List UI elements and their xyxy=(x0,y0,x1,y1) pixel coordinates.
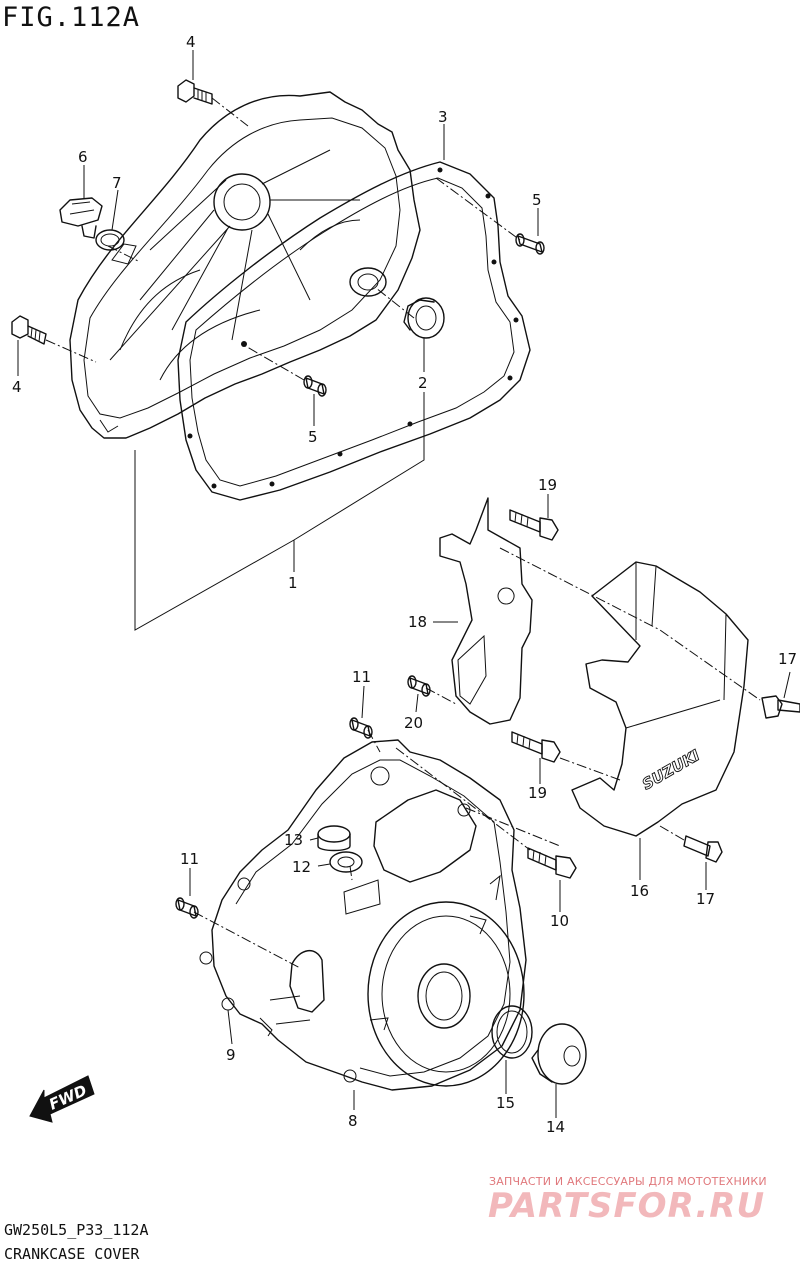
callout-label: 6 xyxy=(78,148,88,166)
gasket-washer-part-12[interactable] xyxy=(329,851,363,873)
dowel-pin-part-11-upper[interactable] xyxy=(349,717,373,739)
suzuki-brand-label: SUZUKI xyxy=(639,746,703,793)
watermark-tagline: ЗАПЧАСТИ И АКСЕССУАРЫ ДЛЯ МОТОТЕХНИКИ xyxy=(489,1175,767,1188)
dowel-pin-part-11-lower[interactable] xyxy=(175,897,199,919)
bolt-part-4-left[interactable] xyxy=(11,315,47,345)
magneto-cover-part[interactable] xyxy=(199,739,527,1091)
callout-label: 9 xyxy=(226,1046,236,1064)
callout-label: 19 xyxy=(538,476,557,494)
bolt-part-10[interactable] xyxy=(527,847,577,879)
callout-label: 11 xyxy=(352,668,371,686)
bolt-part-4-upper[interactable] xyxy=(177,79,213,105)
bolt-part-19-upper[interactable] xyxy=(509,509,559,541)
bolt-part-19-lower[interactable] xyxy=(511,731,561,763)
callout-label: 10 xyxy=(550,912,569,930)
callout-label: 13 xyxy=(284,831,303,849)
callout-label: 4 xyxy=(186,33,196,51)
callout-label: 7 xyxy=(112,174,122,192)
magneto-cover-guard-part[interactable]: SUZUKI xyxy=(571,561,749,837)
forward-arrow-icon: FWD xyxy=(29,1075,95,1123)
figure-title: FIG.112A xyxy=(2,2,141,33)
callout-label: 18 xyxy=(408,613,427,631)
callout-label: 14 xyxy=(546,1118,565,1136)
plug-part-13[interactable] xyxy=(317,825,351,852)
oil-filler-plug-part[interactable] xyxy=(59,197,103,239)
dowel-pin-part-5-upper[interactable] xyxy=(515,233,545,255)
callout-label: 3 xyxy=(438,108,448,126)
watermark-logo: PARTSFOR.RU xyxy=(488,1186,766,1226)
callout-label: 12 xyxy=(292,858,311,876)
gasket-part[interactable] xyxy=(177,161,531,501)
callout-label: 1 xyxy=(288,574,298,592)
bolt-part-17-lower[interactable] xyxy=(683,835,723,863)
callout-label: 20 xyxy=(404,714,423,732)
bolt-part-17-right[interactable] xyxy=(761,695,800,719)
callout-label: 15 xyxy=(496,1094,515,1112)
clutch-cover-part[interactable] xyxy=(69,91,421,439)
dowel-pin-part-5-lower[interactable] xyxy=(303,375,327,397)
callout-label: 2 xyxy=(418,374,428,392)
callout-label: 11 xyxy=(180,850,199,868)
o-ring-part-7[interactable] xyxy=(95,229,125,251)
o-ring-part-15[interactable] xyxy=(491,1005,533,1059)
callout-label: 4 xyxy=(12,378,22,396)
figure-name: CRANKCASE COVER xyxy=(4,1245,140,1263)
model-code: GW250L5_P33_112A xyxy=(4,1221,149,1239)
plug-cap-part-14[interactable] xyxy=(531,1023,587,1085)
callout-label: 17 xyxy=(778,650,797,668)
callout-label: 17 xyxy=(696,890,715,908)
bracket-part[interactable] xyxy=(439,497,533,725)
callout-label: 16 xyxy=(630,882,649,900)
callout-label: 5 xyxy=(308,428,318,446)
callout-label: 5 xyxy=(532,191,542,209)
dowel-pin-part-20[interactable] xyxy=(407,675,431,697)
callout-label: 19 xyxy=(528,784,547,802)
callout-label: 8 xyxy=(348,1112,358,1130)
oil-seal-part[interactable] xyxy=(403,297,445,339)
